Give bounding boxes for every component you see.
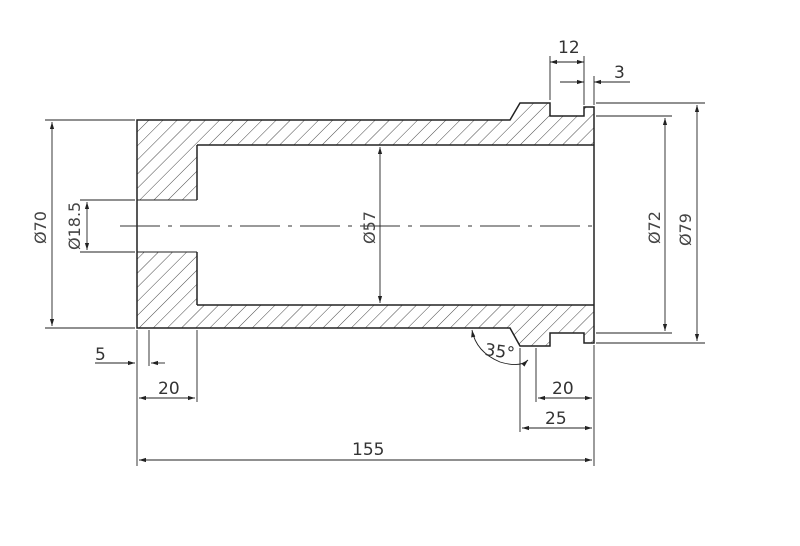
dim-flange-dia: Ø72 xyxy=(645,211,664,244)
dim-top-step: 3 xyxy=(614,63,625,83)
dim-flange-outer: Ø79 xyxy=(676,213,695,246)
dim-angle: 35° xyxy=(483,340,516,364)
dim-outer-dia: Ø70 xyxy=(31,211,50,244)
dim-overall-length: 155 xyxy=(352,440,384,460)
dim-right-groove: 20 xyxy=(552,379,574,399)
dimension-labels: 12 3 Ø70 Ø18.5 Ø57 Ø72 Ø79 5 20 35° 20 2… xyxy=(31,38,695,460)
dim-top-width: 12 xyxy=(558,38,580,58)
dim-bore-main: Ø57 xyxy=(360,211,379,244)
section-hatching xyxy=(137,103,594,346)
dimension-lines xyxy=(45,56,705,466)
dim-bore-small: Ø18.5 xyxy=(65,202,84,250)
dim-right-flange: 25 xyxy=(545,409,567,429)
dim-left-small: 5 xyxy=(95,345,106,365)
dim-left-wall: 20 xyxy=(158,379,180,399)
